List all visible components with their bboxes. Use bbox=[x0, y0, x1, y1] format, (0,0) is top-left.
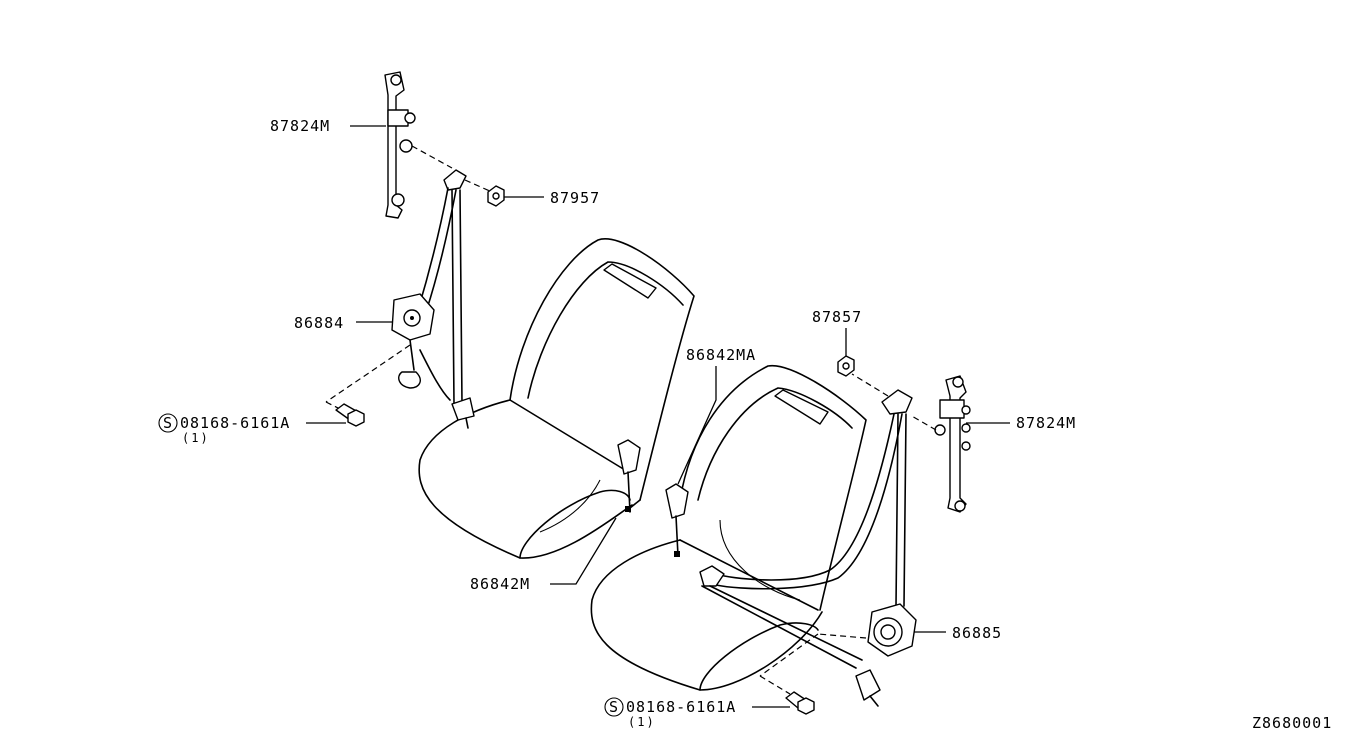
left-seat bbox=[418, 238, 695, 559]
label-86842m: 86842M bbox=[470, 575, 530, 593]
bolt-symbol-left-text: S bbox=[163, 414, 173, 432]
label-87957: 87957 bbox=[550, 189, 600, 207]
left-upper-adjuster bbox=[384, 71, 416, 219]
label-87824m-right: 87824M bbox=[1016, 414, 1076, 432]
label-08168-6161a-right: 08168-6161A bbox=[626, 698, 736, 716]
right-seat bbox=[590, 364, 867, 691]
bolt-symbol-left bbox=[158, 413, 178, 433]
label-bolt-right-qty: (1) bbox=[628, 715, 656, 729]
buckle-center-part bbox=[665, 483, 689, 557]
left-bolt bbox=[335, 403, 365, 427]
label-86842ma: 86842MA bbox=[686, 346, 756, 364]
right-retractor bbox=[855, 603, 917, 707]
left-retractor bbox=[391, 293, 435, 389]
bolt-symbol-right-text: S bbox=[609, 698, 619, 716]
label-86885: 86885 bbox=[952, 624, 1002, 642]
left-nut bbox=[487, 185, 505, 207]
label-87824m-left: 87824M bbox=[270, 117, 330, 135]
label-bolt-left-qty: (1) bbox=[182, 431, 210, 445]
right-upper-adjuster bbox=[934, 375, 971, 513]
bolt-symbol-right bbox=[604, 697, 624, 717]
figure-code: Z8680001 bbox=[1252, 714, 1332, 732]
right-nut bbox=[837, 355, 855, 377]
buckle-left-part bbox=[617, 439, 641, 513]
left-belt bbox=[417, 169, 475, 429]
right-bolt bbox=[785, 691, 815, 715]
label-08168-6161a-left: 08168-6161A bbox=[180, 414, 290, 432]
label-86884: 86884 bbox=[294, 314, 344, 332]
right-belt bbox=[699, 389, 913, 669]
label-87857: 87857 bbox=[812, 308, 862, 326]
